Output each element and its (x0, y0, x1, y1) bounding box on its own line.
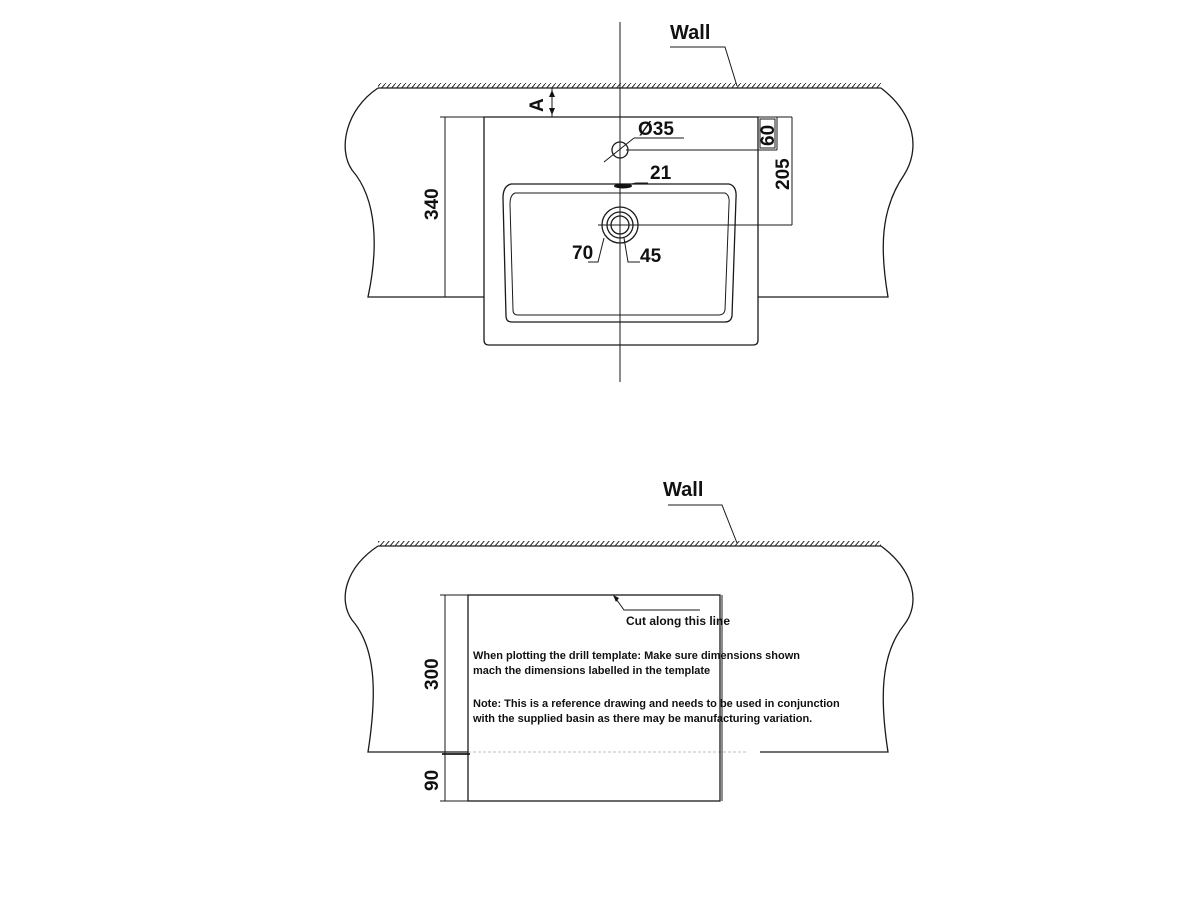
top-tap-hole-leader (603, 137, 635, 163)
top-plan-view: Wall Ø35 21 70 45 A (344, 22, 914, 382)
cut-line-leader (613, 595, 700, 611)
note-1-line-2: mach the dimensions labelled in the temp… (473, 665, 710, 677)
top-wall-label: Wall (670, 22, 710, 44)
bottom-dim-300: 300 (422, 658, 443, 690)
top-countertop-right (758, 87, 914, 298)
cut-along-line-label: Cut along this line (626, 614, 730, 628)
bottom-wall-hatch (378, 541, 881, 546)
top-wall-leader (670, 46, 738, 87)
bottom-template-view: Wall Cut along this line When plotting t… (344, 479, 914, 802)
top-dim-205: 205 (773, 158, 794, 190)
bottom-dim-90: 90 (422, 770, 443, 791)
top-waste-45-leader (623, 237, 640, 263)
top-dim-45: 45 (640, 246, 662, 267)
top-basin-bowl (502, 183, 737, 323)
bottom-countertop-left (344, 545, 468, 753)
top-dim-A-arrow-bottom (549, 108, 555, 115)
top-basin-bowl-inner (509, 192, 730, 316)
top-dim-70: 70 (572, 243, 593, 264)
top-dim-A: A (527, 98, 548, 112)
top-dim-A-arrow-top (549, 90, 555, 97)
cut-line-leader-arrow (613, 595, 619, 602)
note-1-line-1: When plotting the drill template: Make s… (473, 650, 800, 662)
bottom-wall-label: Wall (663, 479, 703, 501)
top-dim-60: 60 (758, 125, 779, 146)
template-cut-rectangle (467, 594, 721, 802)
bottom-wall-leader (668, 504, 738, 544)
top-overflow-leader (622, 182, 648, 187)
top-dim-tap-hole: Ø35 (638, 119, 674, 140)
note-2-line-1: Note: This is a reference drawing and ne… (473, 698, 840, 710)
top-dim-overflow: 21 (650, 163, 672, 184)
top-wall-hatch (378, 83, 881, 88)
top-dim-60-box (759, 118, 776, 149)
top-waste-70-leader (588, 237, 605, 263)
top-dim-340: 340 (422, 188, 443, 220)
top-countertop-left (344, 87, 484, 298)
note-2-line-2: with the supplied basin as there may be … (472, 713, 812, 725)
top-basin-outline (483, 116, 759, 346)
bottom-countertop-right (760, 545, 914, 753)
